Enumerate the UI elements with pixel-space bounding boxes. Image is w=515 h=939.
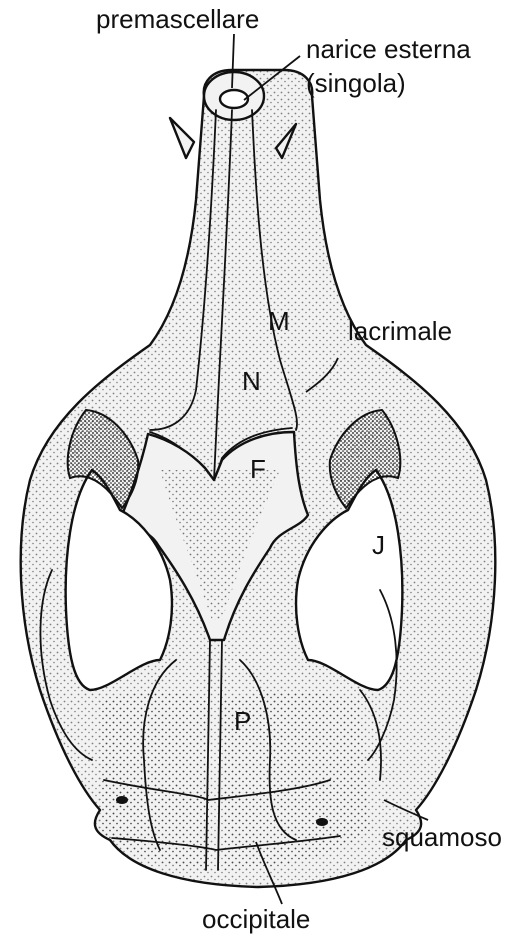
right-foramen bbox=[316, 818, 328, 826]
label-narice-line1: narice esterna bbox=[306, 34, 471, 64]
label-J: J bbox=[372, 530, 385, 560]
label-premascellare: premascellare bbox=[96, 4, 259, 34]
label-narice-line2: (singola) bbox=[306, 68, 406, 98]
label-squamoso: squamoso bbox=[382, 822, 502, 852]
left-foramen bbox=[116, 796, 128, 804]
label-N: N bbox=[242, 366, 261, 396]
label-lacrimale: lacrimale bbox=[348, 316, 452, 346]
label-occipitale: occipitale bbox=[202, 904, 310, 934]
label-F: F bbox=[250, 454, 266, 484]
label-P: P bbox=[234, 706, 251, 736]
external-naris bbox=[220, 90, 248, 108]
left-snout-spike bbox=[170, 118, 194, 158]
label-M: M bbox=[268, 306, 290, 336]
